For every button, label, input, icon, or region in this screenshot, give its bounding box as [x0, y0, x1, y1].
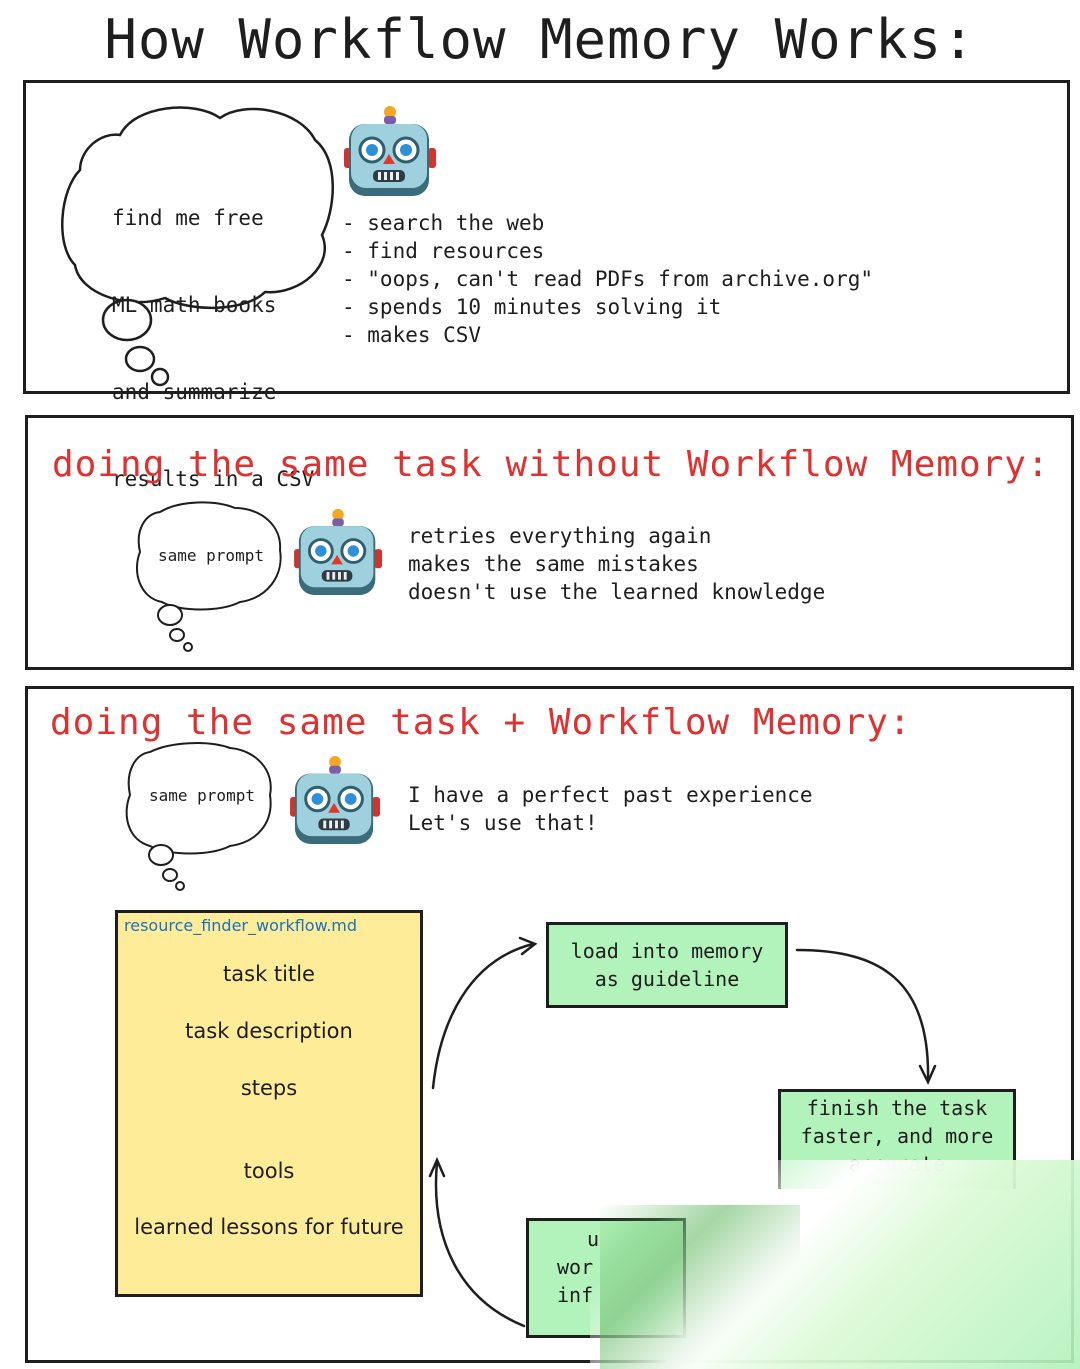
robot-face-icon	[294, 505, 382, 597]
agent-steps: - search the web - find resources - "oop…	[342, 209, 873, 349]
file-section-label: task description	[185, 1019, 353, 1043]
robot-face-icon	[290, 752, 380, 846]
thought-cloud-small	[125, 742, 272, 891]
box-line: inf	[557, 1283, 594, 1307]
step-item: - makes CSV	[342, 323, 482, 347]
workflow-file	[115, 910, 423, 1297]
prompt-line: results in a CSV	[112, 467, 315, 491]
result-item: retries everything again	[408, 524, 712, 548]
file-section-label: steps	[240, 1076, 298, 1100]
panel-with-memory	[25, 686, 1074, 1363]
prompt-text: same prompt	[158, 546, 264, 565]
load-memory-box: load into memory as guideline	[546, 922, 788, 1008]
step-item: - spends 10 minutes solving it	[342, 295, 722, 319]
file-name: resource_finder_workflow.md	[124, 916, 358, 935]
box-line: as guideline	[594, 967, 740, 991]
section-heading: doing the same task without Workflow Mem…	[52, 444, 1050, 485]
agent-results: retries everything again makes the same …	[408, 522, 825, 606]
thought-cloud-small	[136, 501, 282, 652]
step-item: - find resources	[342, 239, 545, 263]
agent-results: I have a perfect past experience Let's u…	[408, 781, 813, 837]
prompt-line: and summarize	[112, 380, 277, 404]
page-title: How Workflow Memory Works:	[104, 8, 976, 71]
file-section-label: task title	[223, 962, 315, 986]
result-item: Let's use that!	[408, 811, 598, 835]
box-line: faster, and more	[800, 1124, 994, 1148]
result-item: doesn't use the learned knowledge	[408, 580, 826, 604]
section-heading: doing the same task + Workflow Memory:	[50, 702, 912, 743]
result-item: I have a perfect past experience	[408, 783, 813, 807]
flow-arrows	[428, 936, 937, 1328]
prompt-line: ML math books	[112, 293, 277, 317]
step-item: - search the web	[342, 211, 545, 235]
box-line: wor	[557, 1255, 594, 1279]
step-item: - "oops, can't read PDFs from archive.or…	[342, 267, 874, 291]
box-line: finish the task	[806, 1096, 988, 1120]
prompt-text: same prompt	[149, 786, 255, 805]
robot-face-icon	[344, 104, 436, 196]
box-line: load into memory	[570, 939, 764, 963]
prompt-line: find me free	[112, 206, 264, 230]
thought-cloud	[61, 106, 334, 387]
file-section-label: tools	[243, 1159, 295, 1183]
result-item: makes the same mistakes	[408, 552, 699, 576]
panel-without-memory	[25, 415, 1074, 670]
fade-overlay	[600, 1205, 800, 1369]
prompt-text: find me free ML math books and summarize…	[112, 146, 314, 523]
file-section-label: learned lessons for future	[134, 1215, 404, 1239]
